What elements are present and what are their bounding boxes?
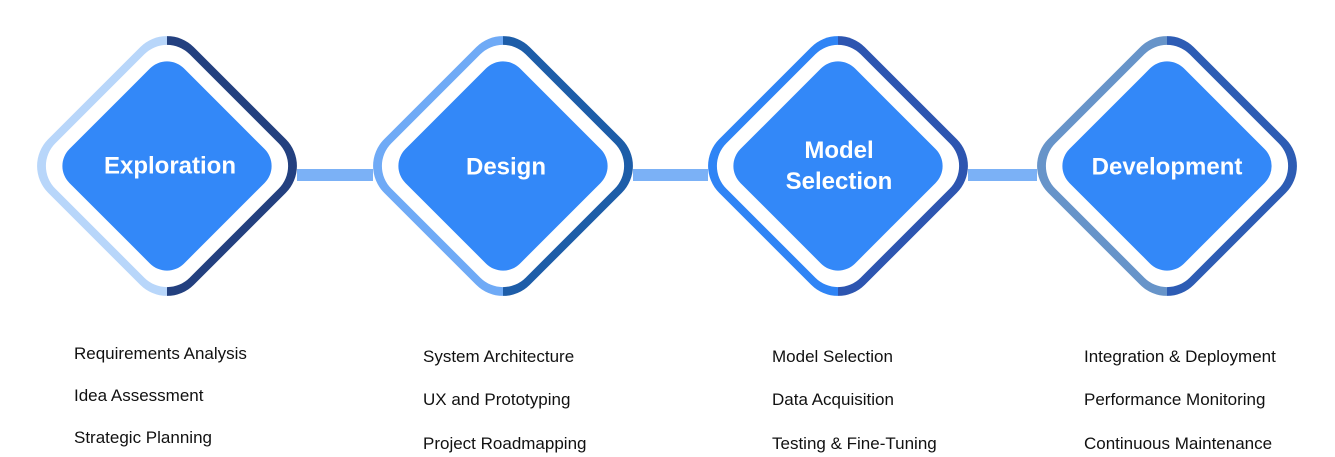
stage-item: Model Selection	[772, 347, 893, 366]
stage-title-exploration: Exploration	[103, 152, 236, 180]
diamond-inner	[62, 61, 272, 271]
stage-diamond-design	[373, 36, 633, 296]
diamond-inner	[398, 61, 608, 271]
stage-items-development: Integration & Deployment Performance Mon…	[1084, 347, 1276, 454]
stage-item: Project Roadmapping	[423, 434, 587, 453]
stage-item: Testing & Fine-Tuning	[772, 434, 937, 453]
stage-diamond-development	[1037, 36, 1297, 296]
stage-title-design: Design	[465, 153, 546, 181]
stage-item: Continuous Maintenance	[1084, 434, 1273, 453]
connector-line	[633, 169, 708, 181]
stage-item: System Architecture	[423, 347, 575, 366]
stage-item: Idea Assessment	[74, 386, 204, 405]
stage-item: Performance Monitoring	[1084, 390, 1266, 409]
diamond-inner	[733, 61, 943, 271]
stage-items-design: System Architecture UX and Prototyping P…	[423, 347, 586, 454]
stage-title-development: Development	[1091, 153, 1243, 181]
stage-title-model-selection: Model Selection	[785, 137, 893, 195]
stage-items-model-selection: Model Selection Data Acquisition Testing…	[772, 347, 937, 454]
stage-item: Requirements Analysis	[74, 344, 247, 363]
diamond-inner	[1062, 61, 1272, 271]
stage-item: Data Acquisition	[772, 390, 894, 409]
stage-item: Strategic Planning	[74, 428, 212, 447]
stage-diamond-model-selection	[708, 36, 968, 296]
stage-item: UX and Prototyping	[423, 390, 571, 409]
process-flow-diagram	[37, 36, 1297, 296]
stage-items-exploration: Requirements Analysis Idea Assessment St…	[74, 344, 247, 448]
stage-item: Integration & Deployment	[1084, 347, 1276, 366]
connector-line	[968, 169, 1037, 181]
connector-line	[297, 169, 373, 181]
stage-diamond-exploration	[37, 36, 297, 296]
